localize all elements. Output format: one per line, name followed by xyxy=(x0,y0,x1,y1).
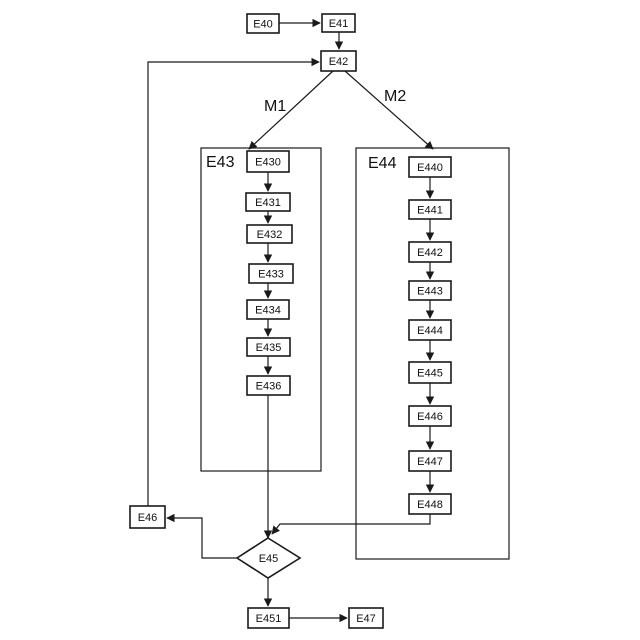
node-e446: E446 xyxy=(409,406,451,426)
edge-e46-e42 xyxy=(148,62,319,506)
node-e440: E440 xyxy=(409,157,451,177)
node-e445: E445 xyxy=(409,362,451,383)
node-e443: E443 xyxy=(409,281,451,300)
node-e434: E434 xyxy=(247,300,289,319)
node-e46: E46 xyxy=(130,506,165,528)
edge-e42-m1 xyxy=(249,71,333,149)
node-label: E46 xyxy=(138,512,158,524)
node-e433: E433 xyxy=(249,264,293,283)
node-label: E433 xyxy=(258,269,284,281)
node-e444: E444 xyxy=(409,320,451,340)
node-label: E41 xyxy=(329,18,349,30)
node-label: E443 xyxy=(417,286,443,298)
connectors xyxy=(148,23,433,618)
node-label: E431 xyxy=(255,197,281,209)
node-e436: E436 xyxy=(247,376,290,395)
node-label: E40 xyxy=(253,19,273,31)
node-label: E435 xyxy=(256,342,282,354)
node-e435: E435 xyxy=(247,338,290,356)
node-label: E47 xyxy=(356,613,376,625)
node-label: E442 xyxy=(417,247,443,259)
node-label: E434 xyxy=(255,305,281,317)
node-e41: E41 xyxy=(322,14,355,32)
node-e447: E447 xyxy=(409,451,451,471)
node-e442: E442 xyxy=(409,242,451,262)
edge-e45-e46 xyxy=(167,518,237,558)
node-label: E445 xyxy=(417,368,443,380)
node-label: E448 xyxy=(417,499,443,511)
edge-e42-m2 xyxy=(345,71,433,149)
node-label: E440 xyxy=(417,162,443,174)
node-label: E45 xyxy=(259,553,279,565)
decision-e45: E45 xyxy=(237,538,300,578)
branch-label-m2: M2 xyxy=(384,88,406,105)
node-e441: E441 xyxy=(409,200,451,219)
node-label: E436 xyxy=(256,381,282,393)
branch-label-m1: M1 xyxy=(264,98,286,115)
node-e47: E47 xyxy=(349,608,383,628)
node-e40: E40 xyxy=(247,14,279,33)
node-e451: E451 xyxy=(248,608,289,628)
node-e430: E430 xyxy=(247,151,289,172)
node-label: E451 xyxy=(256,613,282,625)
node-e431: E431 xyxy=(246,193,290,211)
node-label: E441 xyxy=(417,205,443,217)
node-e42: E42 xyxy=(321,51,356,71)
node-label: E42 xyxy=(329,56,349,68)
node-label: E430 xyxy=(255,157,281,169)
group-e43-label: E43 xyxy=(206,154,235,171)
node-e432: E432 xyxy=(247,225,292,243)
node-label: E444 xyxy=(417,325,443,337)
node-e448: E448 xyxy=(409,494,451,514)
group-e44-label: E44 xyxy=(368,155,397,172)
node-label: E447 xyxy=(417,456,443,468)
node-label: E446 xyxy=(417,411,443,423)
node-label: E432 xyxy=(257,229,283,241)
edge-e448-e45 xyxy=(272,514,430,534)
